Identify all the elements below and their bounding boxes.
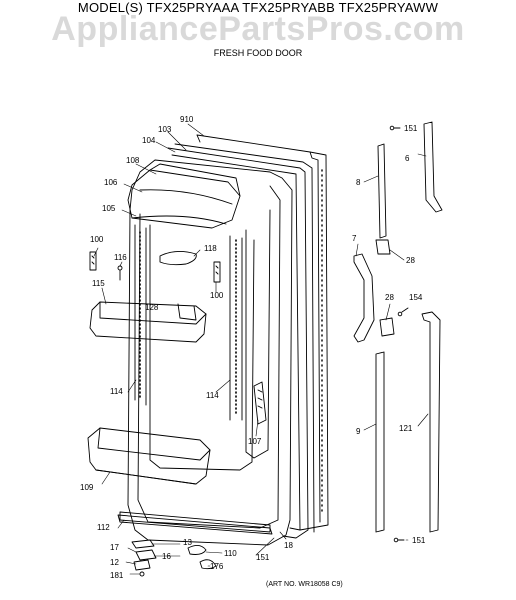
- callout-28-lower: 28: [385, 293, 394, 302]
- bottom-trim: [119, 511, 271, 533]
- callout-112: 112: [97, 523, 110, 532]
- handle-cap-lower: [421, 311, 441, 533]
- callout-labels: 910 103 104 108 106 105 100 116 118 100 …: [80, 115, 426, 580]
- door-gasket: [167, 143, 315, 539]
- callout-100-right: 100: [210, 291, 224, 300]
- screw-151-top: [389, 125, 401, 131]
- egg-tray: [159, 251, 197, 266]
- callout-103: 103: [158, 125, 172, 134]
- watermark: AppliancePartsPros.com: [51, 10, 465, 48]
- callout-16: 16: [162, 552, 171, 561]
- callout-9: 9: [356, 427, 361, 436]
- diagram-header: AppliancePartsPros.com MODEL(S) TFX25PRY…: [0, 0, 516, 62]
- door-outer-panel: [196, 134, 329, 531]
- callout-151-bottom-left: 151: [256, 553, 270, 562]
- callout-114-right: 114: [206, 391, 219, 400]
- door-bin-lower: [87, 427, 211, 485]
- callout-13: 13: [183, 538, 192, 547]
- model-list: MODEL(S) TFX25PRYAAA TFX25PRYABB TFX25PR…: [77, 0, 439, 15]
- dairy-door-cover: [127, 163, 241, 229]
- callout-28-upper: 28: [406, 256, 415, 265]
- handle-cap-upper: [423, 121, 443, 213]
- callout-109: 109: [80, 483, 94, 492]
- door-handle: [353, 253, 375, 343]
- diagram-subtitle: FRESH FOOD DOOR: [213, 48, 303, 58]
- callout-181: 181: [110, 571, 124, 580]
- callout-151-bottom-right: 151: [412, 536, 426, 545]
- callout-6: 6: [405, 154, 410, 163]
- callout-107: 107: [248, 437, 262, 446]
- callout-12: 12: [110, 558, 119, 567]
- trim-strip-lower: [375, 351, 385, 533]
- callout-151-top: 151: [404, 124, 418, 133]
- callout-176: 176: [210, 562, 224, 571]
- callout-100-left: 100: [90, 235, 104, 244]
- screw-154: [397, 307, 409, 317]
- callout-17: 17: [110, 543, 119, 552]
- handle-bracket-lower: [379, 317, 395, 337]
- hinge-bushing: [187, 545, 217, 570]
- callout-18: 18: [284, 541, 293, 550]
- screw-116: [117, 265, 123, 281]
- callout-154: 154: [409, 293, 423, 302]
- trim-strip-upper: [377, 143, 387, 239]
- door-liner: [117, 159, 293, 546]
- callout-108: 108: [126, 156, 140, 165]
- dispenser-cam: [253, 381, 267, 425]
- screw-151-bottom: [393, 537, 405, 543]
- callout-910: 910: [180, 115, 194, 124]
- shelf-clip-right: [213, 261, 221, 283]
- door-bin-upper: [89, 301, 207, 343]
- handle-bracket-upper: [375, 239, 391, 255]
- callout-128: 128: [145, 303, 159, 312]
- leader-lines: [93, 123, 429, 575]
- shelf-clip-left: [89, 251, 97, 271]
- callout-115: 115: [92, 279, 105, 288]
- callout-121: 121: [399, 424, 413, 433]
- callout-7: 7: [352, 234, 357, 243]
- hinge-assembly: [131, 539, 157, 577]
- art-number: (ART NO. WR18058 C9): [266, 581, 343, 588]
- callout-8: 8: [356, 178, 361, 187]
- callout-105: 105: [102, 204, 116, 213]
- callout-104: 104: [142, 136, 156, 145]
- callout-106: 106: [104, 178, 118, 187]
- callout-110: 110: [224, 549, 237, 558]
- callout-114-left: 114: [110, 387, 123, 396]
- callout-118: 118: [204, 244, 217, 253]
- callout-116: 116: [114, 253, 127, 262]
